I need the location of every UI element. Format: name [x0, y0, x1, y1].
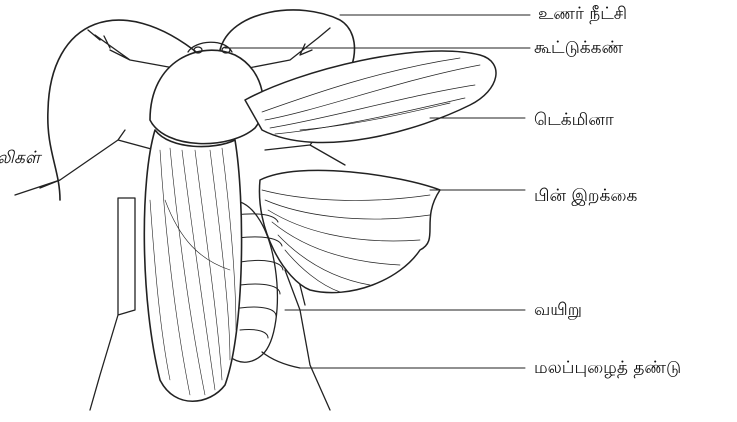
label-anal-cercus: மலப்புழைத் தண்டு [534, 358, 681, 378]
tegmina-left [144, 130, 241, 401]
front-leg-left [88, 30, 185, 70]
label-antenna: உணர் நீட்சி [538, 4, 627, 24]
label-palps: பலிகள் [0, 148, 40, 168]
label-abdomen: வயிறு [534, 300, 582, 320]
pronotum [150, 50, 263, 143]
label-hind-wing: பின் இறக்கை [534, 186, 637, 206]
front-leg-right [238, 28, 330, 70]
hind-leg-left [90, 198, 135, 410]
label-compound-eye: கூட்டுக்கண் [534, 38, 623, 58]
tegmina-right [245, 51, 496, 143]
anal-cercus [262, 352, 300, 368]
label-tegmina: டெக்மினா [534, 110, 614, 130]
